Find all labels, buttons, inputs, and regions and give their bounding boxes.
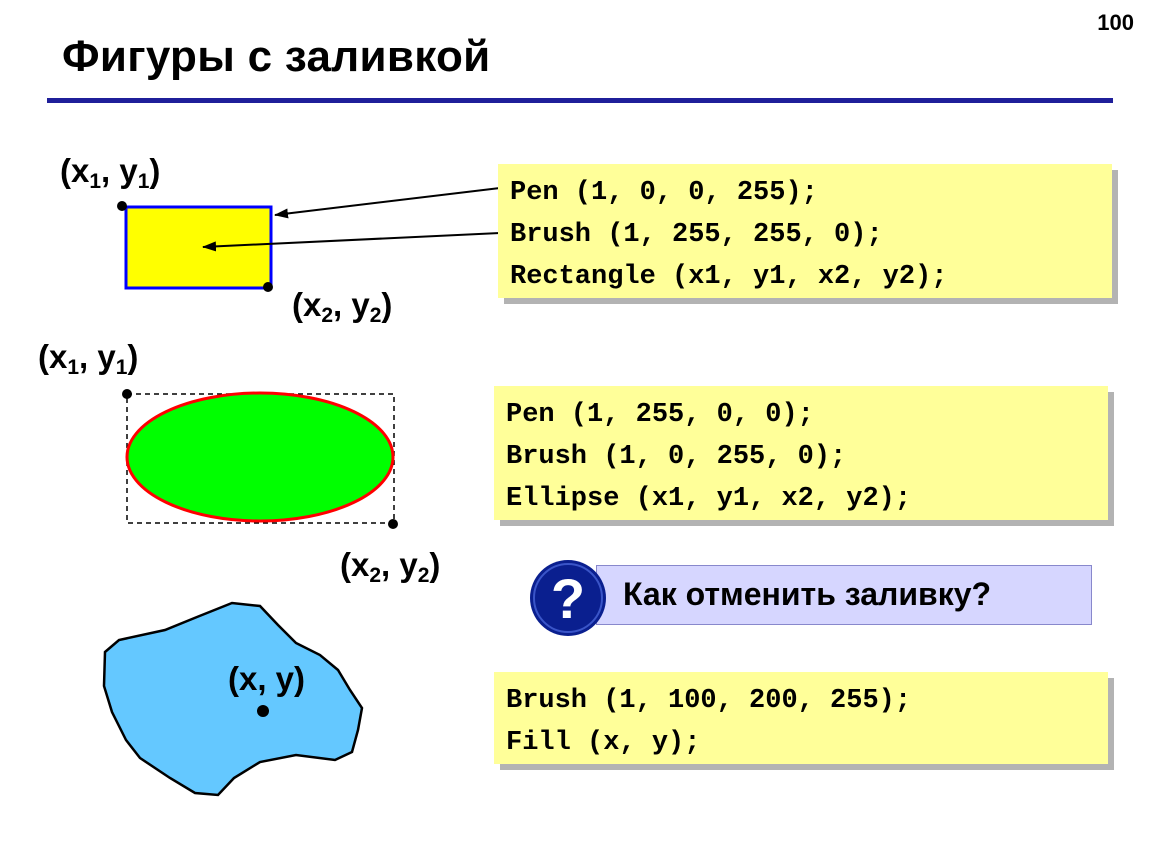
label-part: , y	[101, 152, 138, 189]
ellipse-point2-label: (x2, y2)	[340, 546, 440, 588]
label-part: )	[381, 286, 393, 323]
label-subscript: 2	[321, 304, 334, 327]
label-subscript: 1	[67, 356, 80, 379]
slide-title: Фигуры с заливкой	[62, 32, 491, 81]
label-subscript: 1	[89, 170, 102, 193]
question-mark-icon: ?	[530, 560, 606, 636]
label-part: , y	[381, 546, 418, 583]
question-glyph: ?	[551, 567, 585, 630]
label-part: )	[429, 546, 441, 583]
label-subscript: 2	[417, 564, 430, 587]
ellipse-corner-point-2	[388, 519, 398, 529]
ellipse-corner-point-1	[122, 389, 132, 399]
rect-point2-label: (x2, y2)	[292, 286, 392, 328]
code-line: Pen (1, 255, 0, 0);	[506, 400, 814, 430]
fill-point-label: (x, y)	[228, 660, 306, 697]
green-ellipse	[125, 391, 395, 523]
code-line: Brush (1, 100, 200, 255);	[506, 686, 912, 716]
title-divider	[47, 98, 1113, 103]
fill-seed-point	[257, 705, 269, 717]
label-subscript: 1	[115, 356, 128, 379]
rect-corner-point-2	[263, 282, 273, 292]
label-part: (x	[340, 546, 370, 583]
blue-fill-region	[102, 601, 364, 797]
question-callout: Как отменить заливку?	[596, 565, 1092, 625]
ellipse-code-box: Pen (1, 255, 0, 0); Brush (1, 0, 255, 0)…	[494, 386, 1108, 520]
page-number: 100	[1097, 10, 1134, 35]
label-part: )	[149, 152, 161, 189]
label-subscript: 2	[369, 564, 382, 587]
code-line: Brush (1, 0, 255, 0);	[506, 442, 847, 472]
yellow-rectangle	[124, 205, 273, 290]
label-part: (x	[60, 152, 90, 189]
code-line: Brush (1, 255, 255, 0);	[510, 220, 883, 250]
code-line: Rectangle (x1, y1, x2, y2);	[510, 262, 948, 292]
label-part: )	[127, 338, 139, 375]
pen-arrow	[274, 187, 501, 219]
label-part: (x	[38, 338, 68, 375]
label-subscript: 2	[369, 304, 382, 327]
rect-point1-label: (x1, y1)	[60, 152, 160, 194]
label-part: (x	[292, 286, 322, 323]
label-subscript: 1	[137, 170, 150, 193]
question-text: Как отменить заливку?	[623, 576, 992, 612]
rect-corner-point-1	[117, 201, 127, 211]
brush-arrow	[202, 232, 501, 252]
ellipse-point1-label: (x1, y1)	[38, 338, 138, 380]
rectangle-code-box: Pen (1, 0, 0, 255); Brush (1, 255, 255, …	[498, 164, 1112, 298]
code-line: Ellipse (x1, y1, x2, y2);	[506, 484, 912, 514]
fill-code-box: Brush (1, 100, 200, 255); Fill (x, y);	[494, 672, 1108, 764]
label-part: , y	[79, 338, 116, 375]
label-part: , y	[333, 286, 370, 323]
code-line: Pen (1, 0, 0, 255);	[510, 178, 818, 208]
code-line: Fill (x, y);	[506, 728, 701, 758]
